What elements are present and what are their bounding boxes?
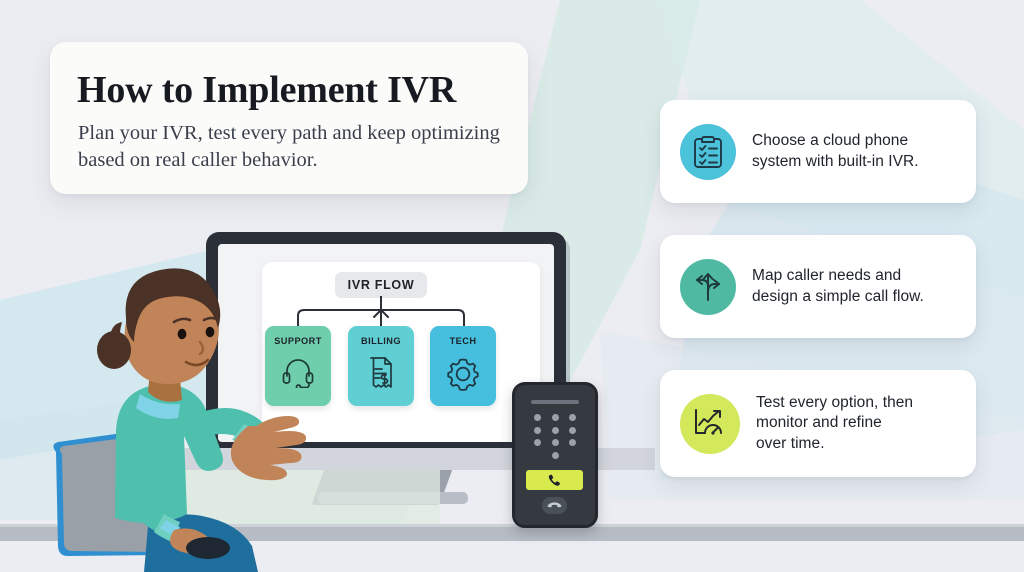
desk-phone (512, 382, 598, 528)
phone-hangup-button[interactable] (542, 497, 567, 514)
desk-shadow (180, 470, 440, 528)
invoice-dollar-icon (348, 356, 414, 392)
step-card-3[interactable]: Test every option, then monitor and refi… (660, 370, 976, 477)
flow-node-support: SUPPORT (265, 326, 331, 406)
flow-connectors (297, 296, 465, 327)
step-card-text: Test every option, then monitor and refi… (756, 393, 913, 455)
gear-icon (430, 356, 496, 392)
step-text-line-2: system with built-in IVR. (752, 152, 919, 170)
phone-hangup-icon (547, 502, 562, 508)
flow-node-billing: BILLING (348, 326, 414, 406)
page-subtitle: Plan your IVR, test every path and keep … (78, 120, 506, 173)
step-card-2[interactable]: Map caller needs and design a simple cal… (660, 235, 976, 338)
hand-gesture (230, 416, 307, 481)
branching-arrows-icon (680, 258, 736, 315)
ivr-flow-root-node: IVR FLOW (335, 272, 427, 298)
ivr-flow-root-label: IVR FLOW (347, 278, 415, 292)
flow-node-label: BILLING (361, 336, 401, 346)
step-text-line-2: monitor and refine (756, 414, 882, 432)
page-title: How to Implement IVR (77, 69, 457, 111)
step-text-line-3: over time. (756, 434, 825, 452)
subtitle-line-2: optimizing based on real caller behavior… (78, 122, 500, 171)
step-card-text: Choose a cloud phone system with built-i… (752, 131, 919, 172)
title-card: How to Implement IVR Plan your IVR, test… (50, 42, 528, 194)
clipboard-checklist-icon (680, 123, 736, 180)
subtitle-line-1: Plan your IVR, test every path and keep (78, 122, 406, 144)
flow-node-label: SUPPORT (274, 336, 322, 346)
flow-node-label: TECH (449, 336, 477, 346)
phone-keypad (534, 414, 576, 464)
flow-node-tech: TECH (430, 326, 496, 406)
step-card-1[interactable]: Choose a cloud phone system with built-i… (660, 100, 976, 203)
step-text-line-1: Choose a cloud phone (752, 132, 909, 149)
phone-call-button[interactable] (526, 470, 583, 490)
desk-edge (0, 527, 1024, 541)
headset-icon (265, 356, 331, 388)
phone-speaker (531, 400, 579, 404)
step-text-line-1: Test every option, then (756, 393, 914, 411)
step-card-text: Map caller needs and design a simple cal… (752, 266, 924, 307)
desk-edge-highlight (0, 524, 1024, 528)
step-text-line-2: design a simple call flow. (752, 287, 924, 305)
step-text-line-1: Map caller needs and (752, 267, 902, 284)
growth-chart-gauge-icon (680, 393, 740, 454)
phone-handset-icon (548, 474, 560, 486)
woman-at-desk-illustration (53, 268, 307, 572)
